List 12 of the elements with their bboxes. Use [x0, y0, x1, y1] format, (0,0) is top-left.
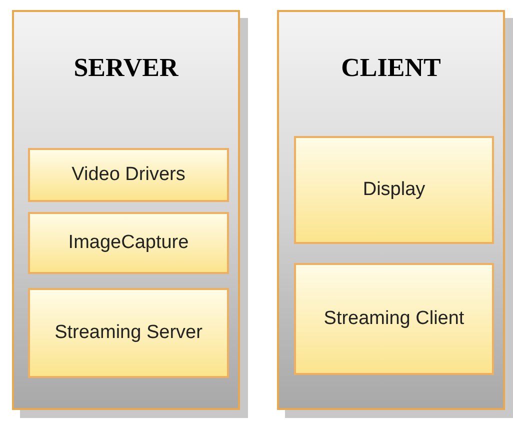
module-label: Display [362, 178, 426, 202]
module-label: Streaming Client [324, 307, 464, 331]
module-box [294, 136, 494, 244]
panel-title: CLIENT [340, 52, 442, 84]
module-box [294, 263, 494, 375]
module-label: Streaming Server [54, 321, 202, 345]
module-box [28, 288, 229, 378]
module-label: Video Drivers [72, 163, 186, 187]
module-label: ImageCapture [68, 231, 189, 255]
panel-title: SERVER [72, 52, 180, 84]
module-box [28, 212, 229, 274]
module-box [28, 148, 229, 202]
